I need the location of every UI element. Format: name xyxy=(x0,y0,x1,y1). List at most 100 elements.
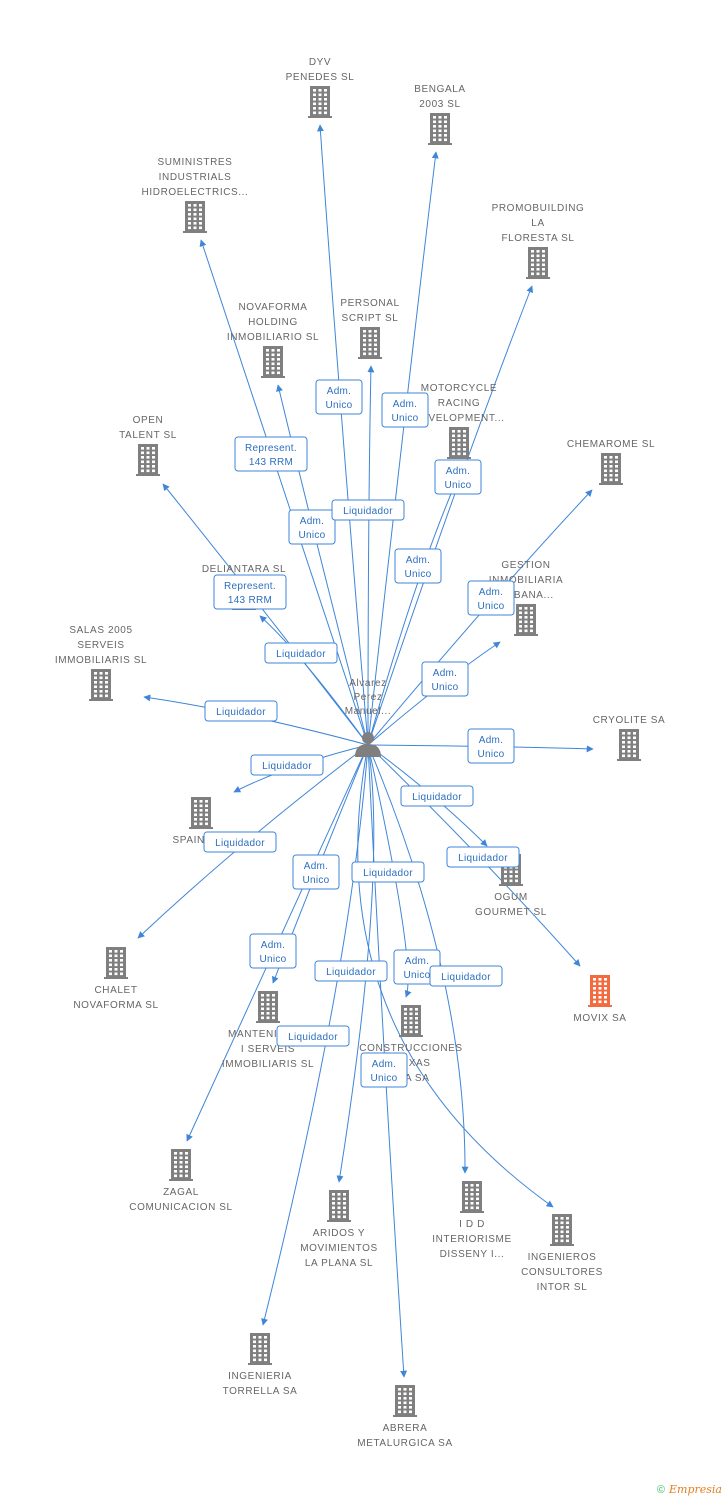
brand-logo[interactable]: Empresia xyxy=(669,1483,722,1496)
edge-chemarome xyxy=(367,489,593,746)
edge-label-movix[interactable]: Liquidador xyxy=(446,846,520,868)
company-node-chemarome[interactable]: CHEMAROME SL xyxy=(567,439,655,485)
edge-label-suministres[interactable]: Represent.143 RRM xyxy=(234,436,308,472)
edge-label-text: Adm. xyxy=(479,735,504,746)
edge-label-text: Unico xyxy=(298,530,325,541)
edge-label-box xyxy=(331,499,405,521)
edge-label-box xyxy=(315,379,363,415)
building-icon xyxy=(104,947,128,979)
company-node-movix[interactable]: MOVIX SA xyxy=(573,975,626,1024)
company-label: ARIDOS Y xyxy=(313,1228,365,1239)
building-icon xyxy=(617,729,641,761)
edge-label-text: Adm. xyxy=(304,861,329,872)
company-node-motorcycle[interactable]: MOTORCYCLERACINGDEVELOPMENT... xyxy=(413,383,504,459)
person-label: Alvarez xyxy=(349,678,387,689)
edge-label-novaforma-holding[interactable]: Adm.Unico xyxy=(288,509,336,545)
edge-label-personal-script[interactable]: Liquidador xyxy=(331,499,405,521)
company-label: GESTION xyxy=(501,560,550,571)
building-icon xyxy=(261,346,285,378)
copyright-symbol: © xyxy=(656,1484,665,1496)
edge-label-text: Represent. xyxy=(224,581,276,592)
edge-label-box xyxy=(264,642,338,664)
edge-label-box xyxy=(400,785,474,807)
company-label: BENGALA xyxy=(414,84,465,95)
edge-deliantara xyxy=(259,615,369,746)
edge-label-manteniment[interactable]: Adm. Unico xyxy=(292,854,340,890)
edge-label-chemarome[interactable]: Adm.Unico xyxy=(467,580,515,616)
edge-label-abrera[interactable]: Adm.Unico xyxy=(360,1052,408,1088)
edge-label-torrella[interactable]: Liquidador xyxy=(314,960,388,982)
company-label: DELIANTARA SL xyxy=(202,564,286,575)
company-node-gestion[interactable]: GESTIONINMOBILIARIAURBANA... xyxy=(489,560,563,636)
edge-label-aridos[interactable]: Liquidador xyxy=(351,861,425,883)
company-label: HIDROELECTRICS... xyxy=(142,187,249,198)
edge-label-box xyxy=(249,933,297,969)
person-node[interactable]: AlvarezPerezManuel... xyxy=(345,678,392,757)
company-node-suministres[interactable]: SUMINISTRESINDUSTRIALSHIDROELECTRICS... xyxy=(142,157,249,233)
edge-label-cryolite[interactable]: Adm.Unico xyxy=(467,728,515,764)
company-label: SCRIPT SL xyxy=(342,313,399,324)
company-label: NOVAFORMA SL xyxy=(73,1000,158,1011)
building-icon xyxy=(460,1181,484,1213)
edge-promobuilding xyxy=(367,285,533,746)
edge-label-box xyxy=(429,965,503,987)
edge-label-text: Adm. xyxy=(393,399,418,410)
edge-label-gestion[interactable]: Adm.Unico xyxy=(421,661,469,697)
edge-label-open-talent[interactable]: Represent.143 RRM xyxy=(213,574,287,610)
edge-label-construcciones[interactable]: Adm.Unico xyxy=(393,949,441,985)
company-label: INMOBILIARIO SL xyxy=(227,332,319,343)
company-label: COMUNICACION SL xyxy=(129,1202,232,1213)
building-icon xyxy=(550,1214,574,1246)
company-node-cryolite[interactable]: CRYOLITE SA xyxy=(593,715,666,761)
edge-label-chalet[interactable]: Liquidador xyxy=(203,831,277,853)
edge-label-idd[interactable]: Liquidador xyxy=(429,965,503,987)
edge-label-box xyxy=(467,580,515,616)
edge-label-promobuilding[interactable]: Adm.Unico xyxy=(434,459,482,495)
company-label: PROMOBUILDING xyxy=(492,203,585,214)
edge-label-salas[interactable]: Liquidador xyxy=(204,700,278,722)
company-label: TALENT SL xyxy=(119,430,177,441)
edge-label-box xyxy=(467,728,515,764)
edge-label-ingenieros[interactable]: Liquidador xyxy=(276,1025,350,1047)
edge-label-ogum[interactable]: Liquidador xyxy=(400,785,474,807)
edge-label-box xyxy=(314,960,388,982)
edge-label-bengala[interactable]: Adm.Unico xyxy=(381,392,429,428)
edge-label-text: Liquidador xyxy=(215,838,265,849)
edge-label-motorcycle[interactable]: Adm.Unico xyxy=(394,548,442,584)
edge-label-spainsk[interactable]: Liquidador xyxy=(250,754,324,776)
company-label: HOLDING xyxy=(248,317,298,328)
edge-bengala xyxy=(367,151,439,746)
company-node-spainsk[interactable]: SPAINSK... xyxy=(173,797,230,846)
company-label: SERVEIS xyxy=(77,640,124,651)
edge-label-text: Liquidador xyxy=(262,761,312,772)
edge-label-text: Liquidador xyxy=(458,853,508,864)
company-label: INTERIORISME xyxy=(432,1234,511,1245)
edge-label-deliantara[interactable]: Liquidador xyxy=(264,642,338,664)
company-label: INMOBILIARIA xyxy=(489,575,563,586)
building-icon xyxy=(169,1149,193,1181)
company-label: METALURGICA SA xyxy=(357,1438,452,1449)
edge-label-text: Unico xyxy=(302,875,329,886)
company-label: DISSENY I... xyxy=(440,1249,505,1260)
edge-label-text: Liquidador xyxy=(363,868,413,879)
building-icon xyxy=(588,975,612,1007)
edge-label-zagal[interactable]: Adm.Unico xyxy=(249,933,297,969)
edge-label-dyv[interactable]: Adm.Unico xyxy=(315,379,363,415)
